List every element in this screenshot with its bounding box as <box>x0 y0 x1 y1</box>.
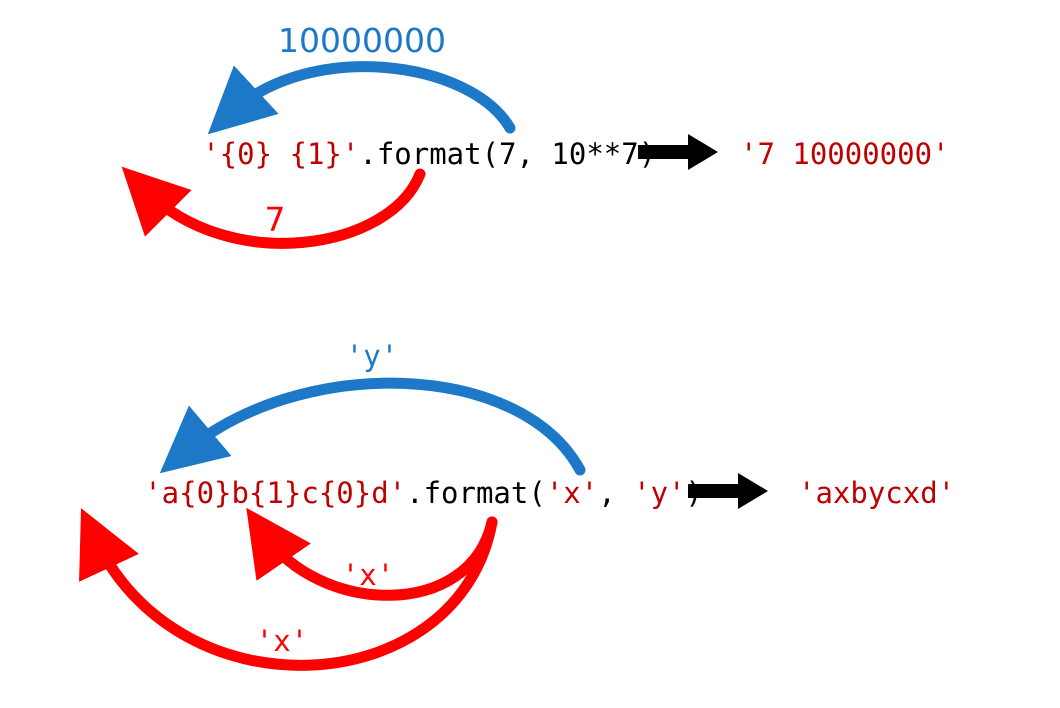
arrow-label-7: 7 <box>265 200 286 239</box>
arrow-label-10000000: 10000000 <box>278 21 446 60</box>
red-arrow-1 <box>121 166 426 249</box>
arrow-label-x-outer: 'x' <box>256 624 308 658</box>
arg-x: 'x' <box>546 476 598 510</box>
format-string-1: '{0} {1}' <box>202 137 359 171</box>
format-call-1: .format(7, 10**7) <box>359 137 656 171</box>
result-arrow-2 <box>688 473 768 509</box>
format-string-2: 'a{0}b{1}c{0}d' <box>144 476 406 510</box>
arg-y: 'y' <box>633 476 685 510</box>
example-1: 10000000 '{0} {1}'.format(7, 10**7) 7 '7… <box>80 21 950 249</box>
code-line-2: 'a{0}b{1}c{0}d'.format('x', 'y') <box>22 476 790 510</box>
code-line-1: '{0} {1}'.format(7, 10**7) <box>80 137 743 171</box>
blue-arrow-1 <box>207 61 516 135</box>
arrow-label-x-inner: 'x' <box>342 558 394 592</box>
format-call-open-2: .format( <box>406 476 546 510</box>
example-2: 'y' 'a{0}b{1}c{0}d'.format('x', 'y') 'x'… <box>22 339 955 671</box>
arg-separator: , <box>598 476 633 510</box>
result-1: '7 10000000' <box>740 137 950 171</box>
red-arrow-2-outer <box>79 508 498 671</box>
blue-arrow-2 <box>159 377 586 476</box>
result-arrow-1 <box>638 134 718 170</box>
result-2: 'axbycxd' <box>798 476 955 510</box>
arrow-label-y: 'y' <box>346 339 398 373</box>
